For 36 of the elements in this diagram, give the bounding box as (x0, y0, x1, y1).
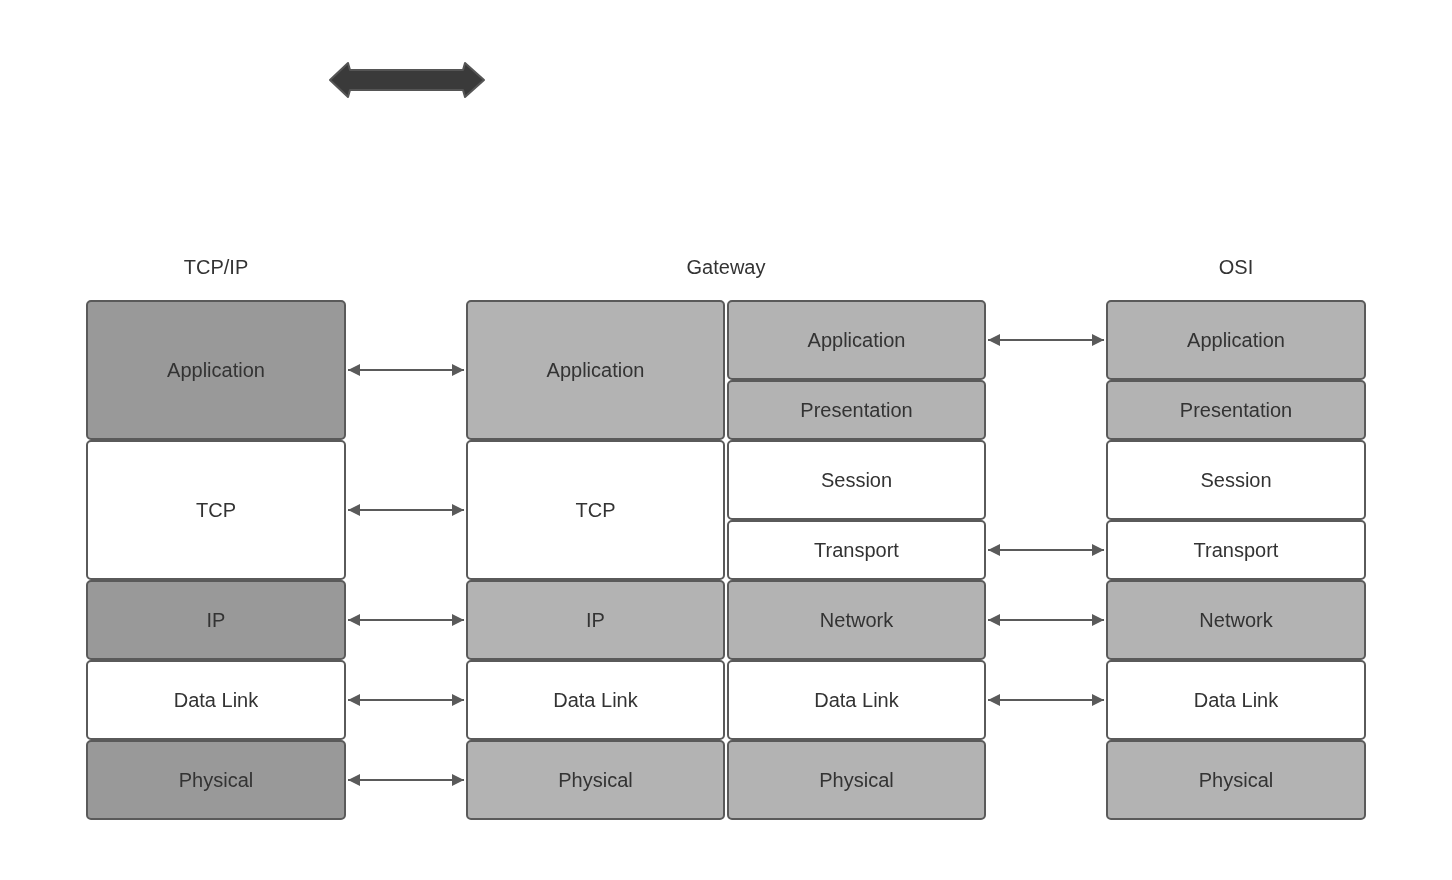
layer-box: Physical (727, 740, 986, 820)
double-arrow (347, 614, 465, 626)
layer-box: Presentation (727, 380, 986, 440)
layer-box: Physical (86, 740, 346, 820)
layer-box: Application (727, 300, 986, 380)
layer-box: TCP (86, 440, 346, 580)
layer-box: IP (466, 580, 725, 660)
layer-box: Application (86, 300, 346, 440)
column-heading: OSI (1218, 256, 1254, 279)
double-arrow (347, 364, 465, 376)
layer-box: Transport (727, 520, 986, 580)
layer-box: Data Link (86, 660, 346, 740)
layer-box: Data Link (1106, 660, 1366, 740)
column-heading: TCP/IP (183, 256, 249, 279)
layer-box: Network (727, 580, 986, 660)
double-arrow (987, 614, 1105, 626)
double-arrow (347, 774, 465, 786)
layer-box: Session (1106, 440, 1366, 520)
layer-box: Session (727, 440, 986, 520)
layer-box: Data Link (466, 660, 725, 740)
layer-box: Physical (466, 740, 725, 820)
layer-box: Application (1106, 300, 1366, 380)
double-arrow (347, 504, 465, 516)
layer-box: Presentation (1106, 380, 1366, 440)
double-arrow (987, 694, 1105, 706)
double-arrow (987, 544, 1105, 556)
layer-box: Data Link (727, 660, 986, 740)
column-heading: Gateway (686, 256, 766, 279)
double-arrow (987, 334, 1105, 346)
layer-box: Network (1106, 580, 1366, 660)
layer-box: Physical (1106, 740, 1366, 820)
layer-box: IP (86, 580, 346, 660)
layer-box: TCP (466, 440, 725, 580)
layer-box: Application (466, 300, 725, 440)
layer-box: Transport (1106, 520, 1366, 580)
double-arrow (347, 694, 465, 706)
